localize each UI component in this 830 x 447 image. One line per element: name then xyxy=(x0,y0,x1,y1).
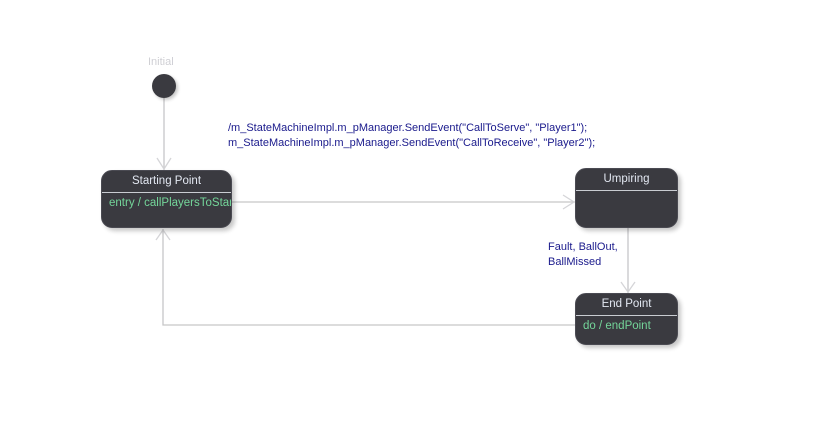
state-title-starting-point: Starting Point xyxy=(131,175,202,187)
edge-label-line-2: BallMissed xyxy=(548,256,602,268)
edge-label-umpiring-to-end-point: Fault, BallOut, BallMissed xyxy=(548,240,618,270)
state-title-umpiring: Umpiring xyxy=(603,173,650,185)
state-title-end-point: End Point xyxy=(601,298,652,310)
state-action-starting-point: entry / callPlayersToStart xyxy=(109,197,231,209)
state-action-umpiring xyxy=(576,191,677,195)
edge-starting-point-to-umpiring xyxy=(232,194,576,210)
initial-state-label: Initial xyxy=(148,56,174,68)
edge-initial-to-starting-point xyxy=(156,98,172,171)
edge-label-starting-to-umpiring: /m_StateMachineImpl.m_pManager.SendEvent… xyxy=(228,121,595,151)
state-node-starting-point[interactable]: Starting Point entry / callPlayersToStar… xyxy=(101,170,232,228)
initial-state-node[interactable] xyxy=(152,74,176,98)
edge-label-line-1: /m_StateMachineImpl.m_pManager.SendEvent… xyxy=(228,122,588,134)
state-node-umpiring[interactable]: Umpiring xyxy=(575,168,678,228)
state-action-end-point: do / endPoint xyxy=(583,320,651,332)
edge-label-line-2: m_StateMachineImpl.m_pManager.SendEvent(… xyxy=(228,137,596,149)
state-separator xyxy=(576,315,677,316)
edge-umpiring-to-end-point xyxy=(620,228,636,294)
state-separator xyxy=(102,192,231,193)
state-separator xyxy=(576,190,677,191)
edge-end-point-to-starting-point xyxy=(155,228,575,326)
state-node-end-point[interactable]: End Point do / endPoint xyxy=(575,293,678,345)
edge-label-line-1: Fault, BallOut, xyxy=(548,241,618,253)
